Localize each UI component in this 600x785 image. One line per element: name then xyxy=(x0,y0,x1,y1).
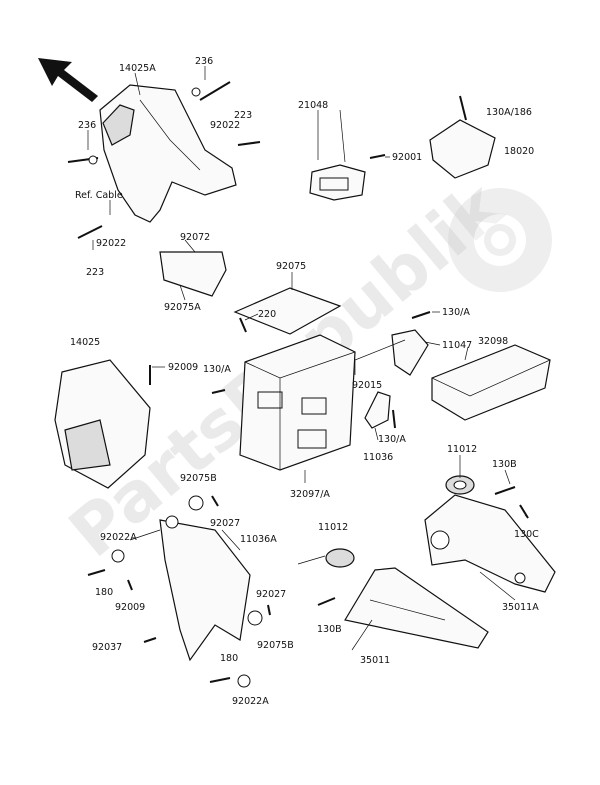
label-21048: 21048 xyxy=(298,100,328,111)
label-130a186: 130A/186 xyxy=(486,107,532,118)
label-11012-mid: 11012 xyxy=(318,522,348,533)
label-92075a: 92075A xyxy=(164,302,201,313)
label-92022-mid: 92022 xyxy=(96,238,126,249)
label-130b-bottom: 130B xyxy=(317,624,342,635)
label-130c: 130C xyxy=(514,529,539,540)
label-223-top: 223 xyxy=(234,110,252,121)
label-92075: 92075 xyxy=(276,261,306,272)
label-236-top: 236 xyxy=(195,56,213,67)
bolt-icon xyxy=(67,81,529,683)
grommet-11012-mid xyxy=(325,548,355,568)
label-14025a: 14025A xyxy=(119,63,156,74)
label-11036: 11036 xyxy=(363,452,393,463)
holder-92072 xyxy=(159,251,227,297)
label-220: 220 xyxy=(258,309,276,320)
label-35011a: 35011A xyxy=(502,602,539,613)
label-180-bottom: 180 xyxy=(220,653,238,664)
label-236-left: 236 xyxy=(78,120,96,131)
label-130b: 130B xyxy=(492,459,517,470)
label-92009-bottom: 92009 xyxy=(115,602,145,613)
bracket-11036a xyxy=(159,519,251,662)
label-92022-top: 92022 xyxy=(210,120,240,131)
direction-arrow-icon xyxy=(38,58,98,102)
label-130a-left: 130/A xyxy=(203,364,231,375)
bracket-11036 xyxy=(364,391,391,429)
label-180-left: 180 xyxy=(95,587,113,598)
grommet-11012-top xyxy=(445,475,475,495)
label-92027-top: 92027 xyxy=(210,518,240,529)
leader-lines xyxy=(87,66,529,651)
label-32097a: 32097/A xyxy=(290,489,330,500)
label-92075b-bottom: 92075B xyxy=(257,640,294,651)
label-92022a-top: 92022A xyxy=(100,532,137,543)
label-11047: 11047 xyxy=(442,340,472,351)
label-92009-top: 92009 xyxy=(168,362,198,373)
label-130a-lower: 130/A xyxy=(378,434,406,445)
label-92072: 92072 xyxy=(180,232,210,243)
label-92037: 92037 xyxy=(92,642,122,653)
label-14025: 14025 xyxy=(70,337,100,348)
gear-icon xyxy=(448,188,552,292)
label-130a-right: 130/A xyxy=(442,307,470,318)
cover-14025 xyxy=(54,359,151,489)
label-92022a-bottom: 92022A xyxy=(232,696,269,707)
bracket-21048 xyxy=(309,164,366,201)
part-labels: 14025A 236 236 92022 223 Ref. Cable 9202… xyxy=(70,56,539,707)
label-92015: 92015 xyxy=(352,380,382,391)
label-11012-top: 11012 xyxy=(447,444,477,455)
label-32098: 32098 xyxy=(478,336,508,347)
label-92001: 92001 xyxy=(392,152,422,163)
washer-icon xyxy=(88,87,263,688)
label-35011: 35011 xyxy=(360,655,390,666)
tray-18020 xyxy=(429,119,496,179)
label-ref-cable: Ref. Cable xyxy=(75,190,123,201)
label-223-bottom: 223 xyxy=(86,267,104,278)
side-cover-14025a xyxy=(99,84,237,223)
bracket-35011a xyxy=(424,494,556,593)
label-11036a: 11036A xyxy=(240,534,277,545)
label-92075b-top: 92075B xyxy=(180,473,217,484)
footrest-35011 xyxy=(344,567,489,649)
battery-case-32097a xyxy=(239,334,356,471)
clip-11047 xyxy=(391,329,429,376)
lid-92075 xyxy=(233,287,342,335)
tray-32098 xyxy=(431,344,551,421)
label-18020: 18020 xyxy=(504,146,534,157)
label-92027-bottom: 92027 xyxy=(256,589,286,600)
